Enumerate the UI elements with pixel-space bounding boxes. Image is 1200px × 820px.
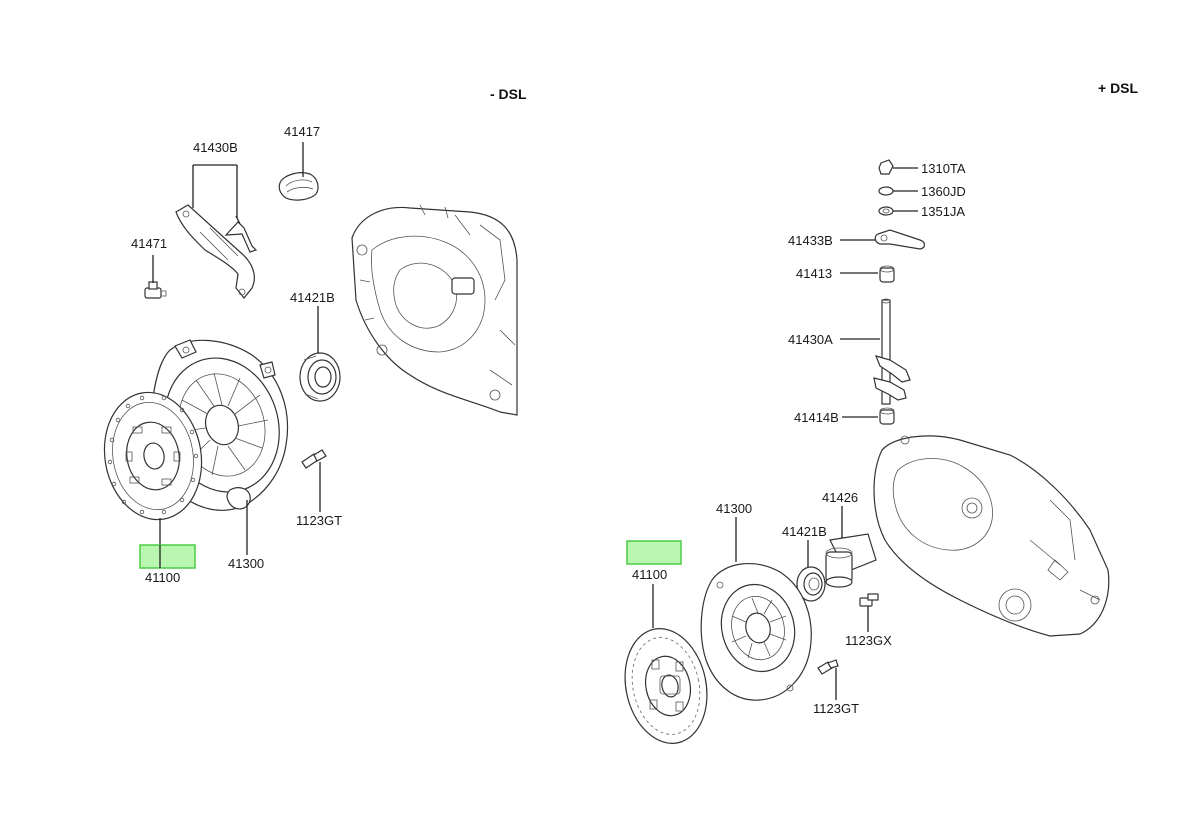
dust-boot-41417 [278, 172, 319, 201]
label-41300-left[interactable]: 41300 [228, 556, 264, 571]
label-1123GT-left[interactable]: 1123GT [296, 513, 342, 528]
washer-1351JA [878, 206, 894, 216]
lever-41433B [874, 229, 926, 250]
label-41414B[interactable]: 41414B [794, 410, 839, 425]
label-41100-left[interactable]: 41100 [145, 570, 180, 585]
fork-shaft-41430A [873, 298, 911, 405]
clutch-disc-41100-left [103, 391, 203, 521]
label-41471[interactable]: 41471 [131, 236, 167, 251]
label-41413[interactable]: 41413 [796, 266, 832, 281]
label-1310TA[interactable]: 1310TA [921, 161, 966, 176]
label-41430B-left[interactable]: 41430B [193, 140, 238, 155]
label-41433B[interactable]: 41433B [788, 233, 833, 248]
label-41421B-left[interactable]: 41421B [290, 290, 335, 305]
transmission-housing-left [351, 204, 518, 416]
bolt-1123GX [859, 593, 879, 607]
variant-label-minus-dsl: - DSL [490, 86, 527, 102]
label-1123GX[interactable]: 1123GX [845, 633, 892, 648]
bushing-41414B [879, 407, 895, 425]
label-41430A[interactable]: 41430A [788, 332, 833, 347]
release-bearing-41421B-right [796, 566, 826, 602]
label-1123GT-right[interactable]: 1123GT [813, 701, 859, 716]
label-41417[interactable]: 41417 [284, 124, 320, 139]
guide-sleeve-41426 [825, 533, 877, 588]
clutch-fork-41430B [175, 204, 258, 299]
clutch-cover-41300-right [700, 562, 812, 701]
bolt-1123GT-right [817, 659, 839, 675]
pivot-bolt-41471 [144, 281, 167, 299]
label-41426[interactable]: 41426 [822, 490, 858, 505]
bushing-41413 [879, 265, 895, 283]
hotspot-41100-left[interactable] [139, 544, 196, 569]
hotspot-41100-right[interactable] [626, 540, 682, 565]
label-41300-right[interactable]: 41300 [716, 501, 752, 516]
transmission-housing-right [873, 435, 1110, 637]
label-41421B-right[interactable]: 41421B [782, 524, 827, 539]
release-bearing-41421B-left [299, 352, 341, 402]
variant-label-plus-dsl: + DSL [1098, 80, 1139, 96]
clutch-disc-41100-right [624, 628, 708, 744]
label-1351JA[interactable]: 1351JA [921, 204, 965, 219]
label-41100-right[interactable]: 41100 [632, 567, 667, 582]
label-1360JD[interactable]: 1360JD [921, 184, 966, 199]
washer-1360JD [878, 186, 894, 196]
nut-1310TA [878, 159, 894, 175]
bolt-1123GT-left [301, 449, 327, 469]
